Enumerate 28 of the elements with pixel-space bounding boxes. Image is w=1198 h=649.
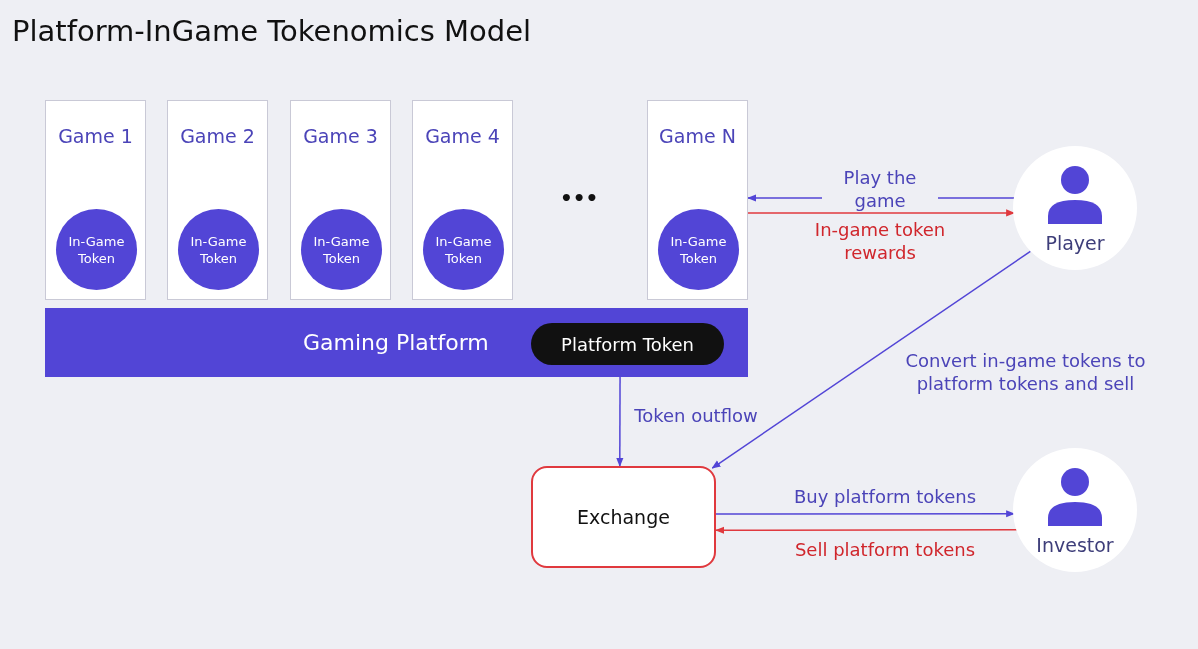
game-label: Game N: [658, 125, 737, 147]
person-label: Investor: [1035, 534, 1115, 556]
game-card: [45, 100, 146, 300]
game-card: [412, 100, 513, 300]
token-label: In-Game Token: [434, 232, 493, 267]
token-label: In-Game Token: [67, 232, 126, 267]
game-label: Game 2: [179, 125, 256, 147]
token-label: In-Game Token: [189, 232, 248, 267]
arrow: [616, 376, 624, 467]
title: Platform-InGame Tokenomics Model: [12, 14, 532, 48]
exchange-label: Exchange: [577, 506, 670, 528]
game-card: [290, 100, 391, 300]
pill-label: Platform Token: [561, 333, 694, 355]
game-card: [167, 100, 268, 300]
game-card: [647, 100, 748, 300]
ellipsis: •••: [560, 186, 599, 210]
token-label: In-Game Token: [312, 232, 371, 267]
arrow: [715, 526, 1018, 534]
platform-label: Gaming Platform: [303, 330, 489, 355]
game-label: Game 3: [302, 125, 379, 147]
platform-band: [45, 308, 748, 377]
token-label: In-Game Token: [669, 232, 728, 267]
game-label: Game 4: [424, 125, 501, 147]
token-pill: [531, 323, 724, 365]
exchange-box: [531, 466, 716, 568]
person-label: Player: [1044, 232, 1106, 254]
arrow: [711, 250, 1032, 469]
game-label: Game 1: [57, 125, 134, 147]
